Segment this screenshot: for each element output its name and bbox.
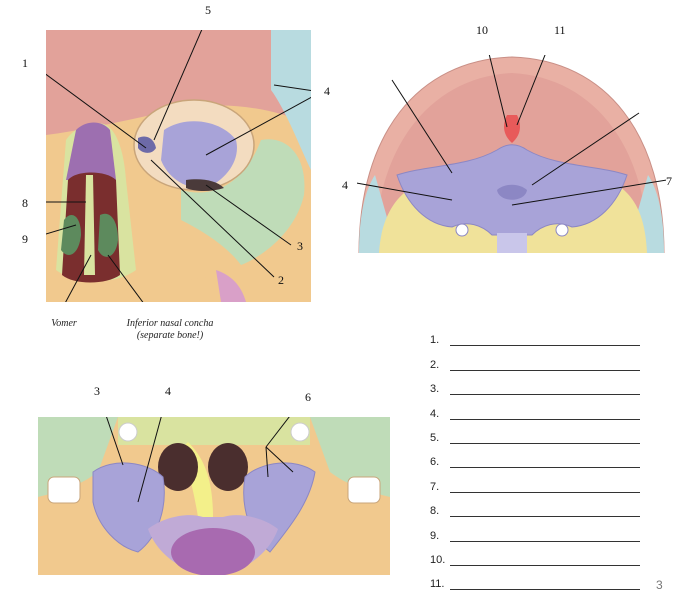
vomer-septum [84,175,95,275]
answer-blank[interactable] [450,359,640,371]
inferior-skull-illustration [38,417,390,575]
mandibular-fossa-left [47,476,81,504]
answer-blank[interactable] [450,383,640,396]
answer-number: 2. [430,358,440,371]
answer-line[interactable]: 9. [430,517,640,542]
zygomatic-bone [181,139,305,265]
answer-line[interactable]: 4. [430,395,640,420]
caption-concha-line1: Inferior nasal concha [126,318,214,329]
choana-left [158,443,198,491]
maxilla [46,270,246,302]
answer-blank[interactable] [450,530,640,542]
answer-line[interactable]: 6. [430,444,640,469]
answer-line[interactable]: 5. [430,420,640,444]
callout-bottom-4: 4 [165,384,171,398]
answer-number: 10. [430,553,446,566]
answer-number: 6. [430,456,440,469]
callout-top-7: 7 [666,174,672,188]
foramen-ovale-right [555,223,569,237]
sella-turcica [497,184,527,200]
answer-blank[interactable] [450,456,640,469]
answer-blank[interactable] [450,432,640,444]
answer-line[interactable]: 3. [430,371,640,396]
answer-number: 9. [430,529,440,542]
answer-line[interactable]: 11. [430,566,640,591]
callout-front-5: 5 [205,3,211,17]
molar-left [118,422,138,442]
sphenoid-orbital-part [161,121,237,189]
crista-galli [504,115,520,143]
answer-line[interactable]: 2. [430,346,640,371]
answer-blank[interactable] [450,408,640,420]
temporal-region [271,30,311,170]
molar-right [290,422,310,442]
caption-inferior-nasal-concha: Inferior nasal concha (separate bone!) [100,318,240,342]
caption-concha-line2: (separate bone!) [136,330,204,341]
palatine-region [118,417,310,445]
right-concha [98,213,118,257]
answer-number: 8. [430,505,440,518]
page-number: 3 [656,578,663,592]
inferior-orbital-fissure [186,179,224,191]
answer-list: 1. 2. 3. 4. 5. 6. 7. 8. 9. 10. 11. [430,322,640,591]
mandibular-fossa-right [347,476,381,504]
answer-blank[interactable] [450,481,640,493]
mandible-process [216,270,246,302]
callout-top-4: 4 [342,178,348,192]
answer-number: 11. [430,578,445,591]
clivus [497,233,527,253]
callout-bottom-3: 3 [94,384,100,398]
answer-number: 5. [430,431,440,444]
answer-line[interactable]: 7. [430,468,640,493]
choana-right [208,443,248,491]
answer-number: 7. [430,480,440,493]
cranial-floor-superior-illustration [357,55,666,253]
answer-blank[interactable] [450,554,640,566]
callout-top-11: 11 [554,23,566,37]
answer-blank[interactable] [450,334,640,347]
callout-front-8: 8 [22,196,28,210]
optic-canal [138,136,156,153]
answer-number: 4. [430,407,440,420]
foramen-ovale-left [455,223,469,237]
sphenoid-left-pterygoid [92,462,165,553]
pharyngeal-region [171,528,255,575]
anterior-skull-illustration [46,30,311,302]
callout-front-1: 1 [22,56,28,70]
callout-top-10: 10 [476,23,488,37]
caption-vomer: Vomer [51,318,77,329]
answer-number: 3. [430,383,440,396]
answer-number: 1. [430,334,440,347]
callout-front-9: 9 [22,232,28,246]
answer-line[interactable]: 1. [430,322,640,347]
callout-front-4: 4 [324,84,330,98]
answer-blank[interactable] [450,505,640,518]
answer-line[interactable]: 8. [430,493,640,518]
answer-blank[interactable] [450,578,640,591]
callout-bottom-6: 6 [305,390,311,404]
nasal-bones [66,122,116,180]
answer-line[interactable]: 10. [430,542,640,566]
